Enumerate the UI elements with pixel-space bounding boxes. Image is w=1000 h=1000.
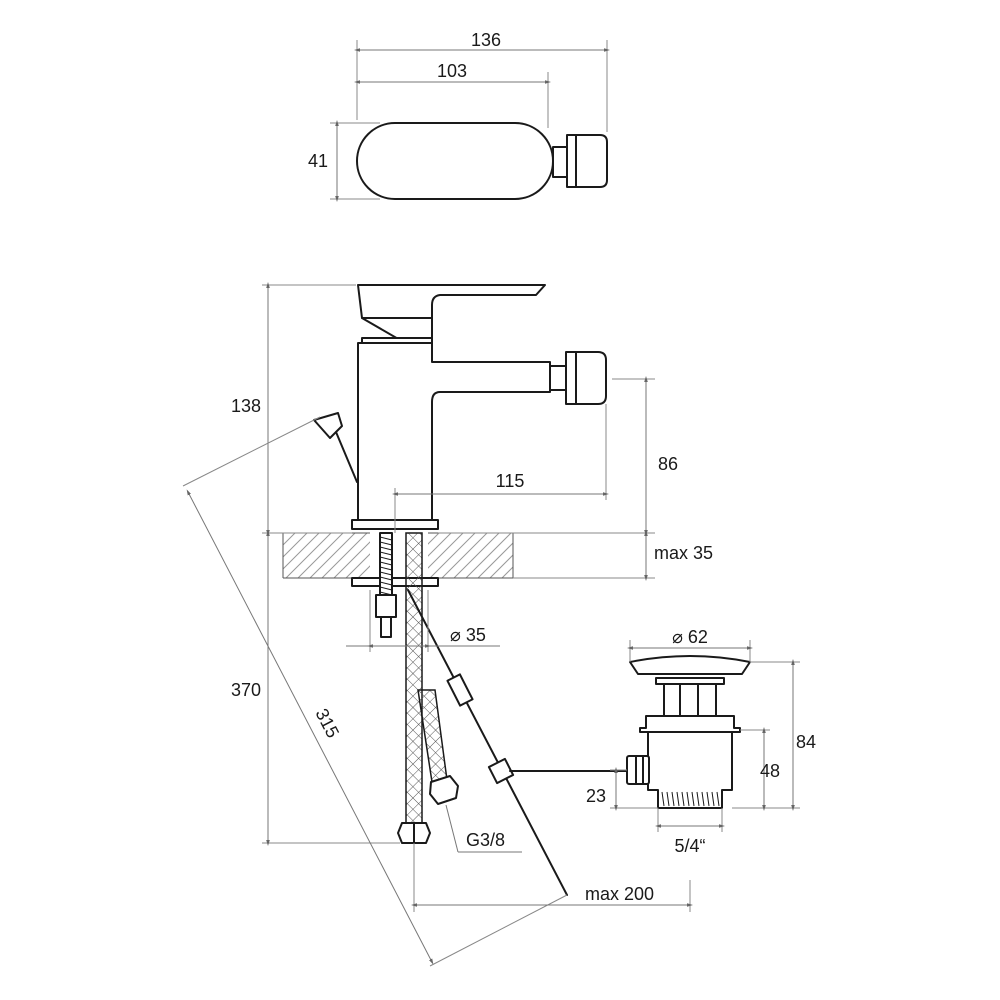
- dim-label-hose-connector: G3/8: [466, 830, 505, 850]
- dim-label-top-body-width: 103: [437, 61, 467, 81]
- nozzle-head: [565, 351, 607, 405]
- waste-assembly: [626, 655, 751, 809]
- dim-label-rod-length: 315: [312, 705, 344, 741]
- popup-linkage-rod: [407, 589, 568, 896]
- top-view-neck: [552, 146, 568, 178]
- top-view-body-outline: [356, 122, 554, 200]
- hose-fitting-2: [429, 775, 459, 805]
- linkage-connector: [487, 757, 515, 785]
- dim-label-side-overall-height: 138: [231, 396, 261, 416]
- waste-collar: [655, 677, 725, 685]
- popup-knob: [313, 412, 343, 439]
- dim-label-waste-body-height: 48: [760, 761, 780, 781]
- supply-hose-1: [405, 532, 423, 824]
- dim-label-hole-diameter: ⌀ 35: [450, 625, 486, 645]
- dim-label-spout-height: 86: [658, 454, 678, 474]
- stud-end: [380, 616, 392, 638]
- popup-rod-top: [335, 431, 358, 483]
- lever-handle: [357, 284, 546, 341]
- waste-cap: [629, 655, 751, 675]
- g38-leader: [445, 804, 459, 853]
- dim-label-rod-max: max 200: [585, 884, 654, 904]
- dim-label-waste-offset: 23: [586, 786, 606, 806]
- top-view: 136 103 41: [308, 30, 610, 202]
- mounting-washer: [351, 577, 439, 587]
- dim-label-top-overall-width: 136: [471, 30, 501, 50]
- waste-flange: [639, 715, 741, 733]
- dim-label-top-body-depth: 41: [308, 151, 328, 171]
- side-view: [282, 284, 628, 896]
- waste-body: [647, 731, 733, 809]
- dim-label-popup-diameter: ⌀ 62: [672, 627, 708, 647]
- dim-label-hose-length: 370: [231, 680, 261, 700]
- top-view-nozzle: [566, 134, 608, 188]
- dim-line-315: [186, 489, 434, 965]
- countertop-section: [282, 532, 514, 579]
- dim-label-waste-thread: 5/4“: [674, 836, 705, 856]
- waste-lever-fitting: [626, 755, 650, 785]
- stud-nut: [375, 594, 397, 618]
- dim-label-countertop-max: max 35: [654, 543, 713, 563]
- dim-label-spout-reach: 115: [496, 471, 525, 491]
- mixer-body: [357, 342, 551, 521]
- dimensions: 138 370 115 86 max 35 ⌀ 35 315: [182, 282, 816, 967]
- linkage-clamp: [446, 673, 474, 707]
- dim-label-waste-height: 84: [796, 732, 816, 752]
